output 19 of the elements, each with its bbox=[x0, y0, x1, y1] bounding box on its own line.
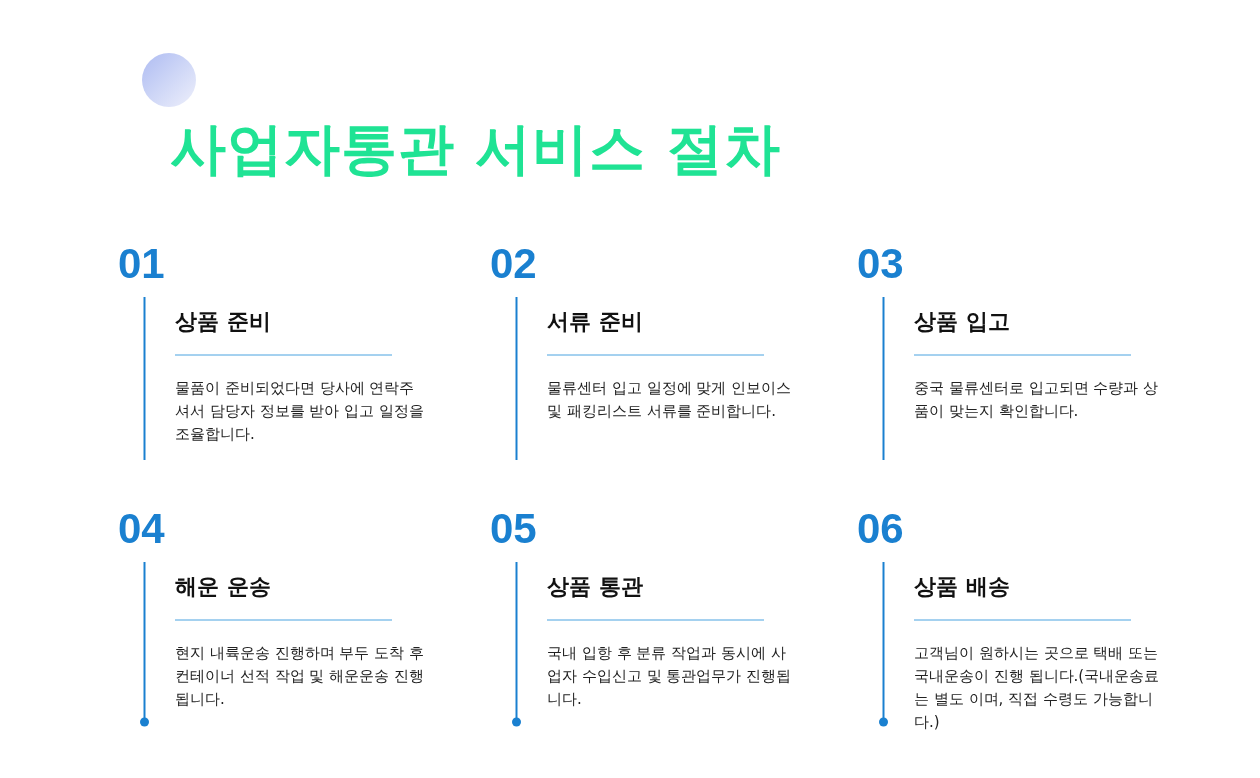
title: 사업자통관 서비스 절차 bbox=[170, 115, 781, 183]
step-heading: 상품 통관 bbox=[547, 573, 643, 601]
step-heading: 상품 배송 bbox=[914, 573, 1010, 601]
step-heading: 상품 입고 bbox=[914, 308, 1010, 336]
step-description: 국내 입항 후 분류 작업과 동시에 사업자 수입신고 및 통관업무가 진행됩니다. bbox=[547, 643, 793, 710]
step-heading: 서류 준비 bbox=[547, 308, 643, 336]
step-number: 03 bbox=[857, 240, 904, 288]
step-heading: 해운 운송 bbox=[175, 573, 271, 601]
step-number: 04 bbox=[118, 505, 165, 553]
step-description: 현지 내륙운송 진행하며 부두 도착 후 컨테이너 선적 작업 및 해운운송 진행됩니다. bbox=[175, 643, 425, 710]
step-description: 물품이 준비되었다면 당사에 연락주셔서 담당자 정보를 받아 입고 일정을 조율합니다. bbox=[175, 378, 425, 445]
step-number: 02 bbox=[490, 240, 537, 288]
step-description: 중국 물류센터로 입고되면 수량과 상품이 맞는지 확인합니다. bbox=[914, 378, 1160, 422]
step-number: 01 bbox=[118, 240, 165, 288]
step-heading: 상품 준비 bbox=[175, 308, 271, 336]
step-description: 고객님이 원하시는 곳으로 택배 또는 국내운송이 진행 됩니다.(국내운송료는 별도 이며, 직접 수령도 가능합니다.) bbox=[914, 643, 1161, 733]
step-number: 05 bbox=[490, 505, 537, 553]
step-description: 물류센터 입고 일정에 맞게 인보이스 및 패킹리스트 서류를 준비합니다. bbox=[547, 378, 793, 422]
step-number: 06 bbox=[857, 505, 904, 553]
